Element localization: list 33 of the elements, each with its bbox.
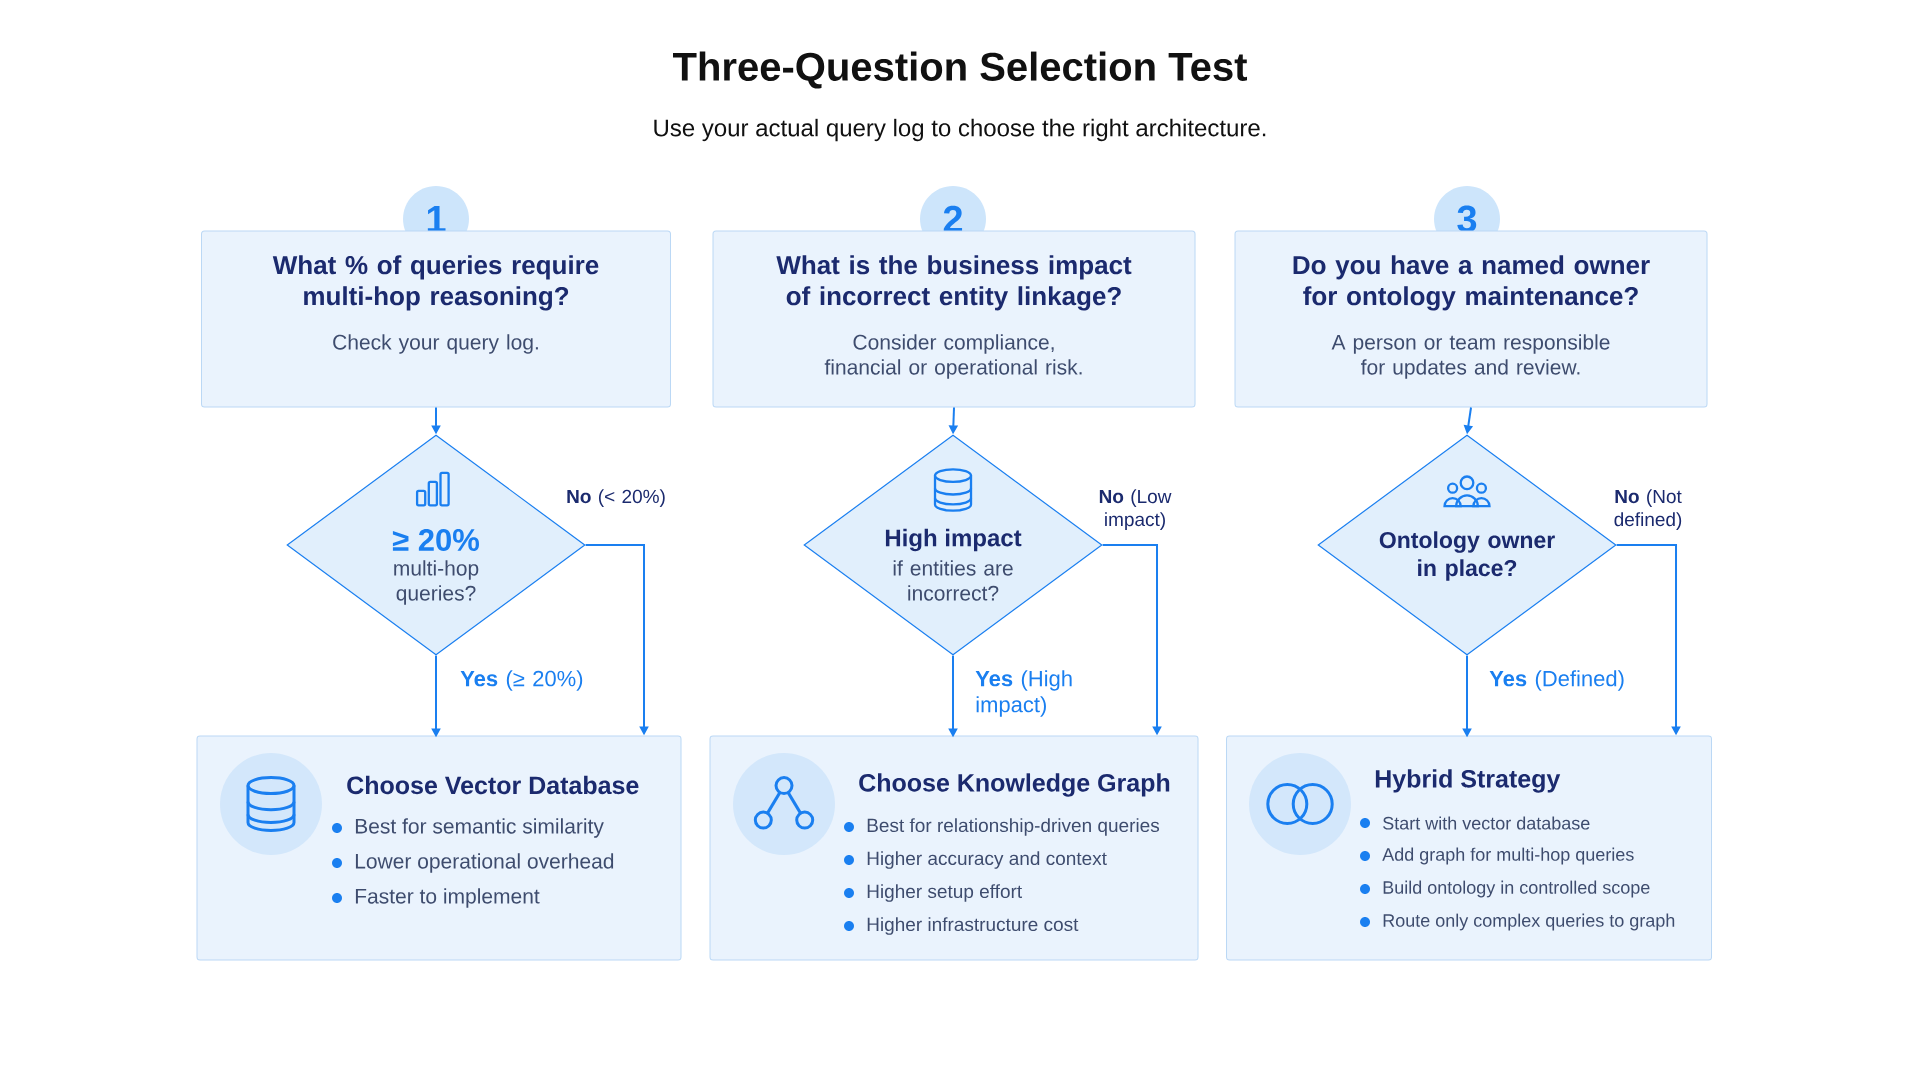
subtitle: Use your actual query log to choose the right architecture. [654,118,1266,142]
question-note: A person or team responsible for updates and review. [1331,334,1610,379]
decision-note: if entities are incorrect? [893,560,1013,601]
bullet-item: Best for relationship-driven queries [844,818,1160,836]
bullet-item: Route only complex queries to graph [1360,913,1675,931]
bullet-item: Higher setup effort [844,884,1022,902]
decision-text: Ontology owner in place? [1379,531,1555,581]
question-note: Check your query log. [333,334,538,354]
bullet-item: Higher infrastructure cost [844,917,1079,935]
bullet-item: Start with vector database [1360,816,1590,830]
bullet-item: Faster to implement [332,888,540,908]
edge-label: No (Not defined) [1614,489,1682,530]
decision-text: ≥ 20% [392,529,479,551]
edge-label: No (< 20%) [567,489,665,507]
bullet-item: Lower operational overhead [332,853,614,873]
bullet-item: Add graph for multi-hop queries [1360,847,1634,865]
decision-text: High impact [885,528,1022,552]
question-heading: What % of queries require multi-hop reasoning? [272,255,599,311]
bullet-item: Best for semantic similarity [332,818,604,838]
edge-label: No (Low impact) [1099,489,1172,530]
edge-label: Yes (≥ 20%) [460,670,583,691]
result-title: Hybrid Strategy [1375,769,1561,793]
question-heading: Do you have a named owner for ontology maintenance? [1293,255,1650,311]
bullet-item: Higher accuracy and context [844,851,1107,869]
question-heading: What is the business impact of incorrect entity linkage? [776,255,1132,311]
title: Three-Question Selection Test [673,51,1247,89]
result-title: Choose Knowledge Graph [859,773,1170,797]
edge-label: Yes (High impact) [975,670,1072,717]
result-title: Choose Vector Database [347,775,639,795]
question-note: Consider compliance, financial or operational risk. [824,334,1082,379]
edge-label: Yes (Defined) [1489,670,1624,691]
bullet-item: Build ontology in controlled scope [1360,880,1650,898]
decision-note: multi-hop queries? [394,560,479,605]
